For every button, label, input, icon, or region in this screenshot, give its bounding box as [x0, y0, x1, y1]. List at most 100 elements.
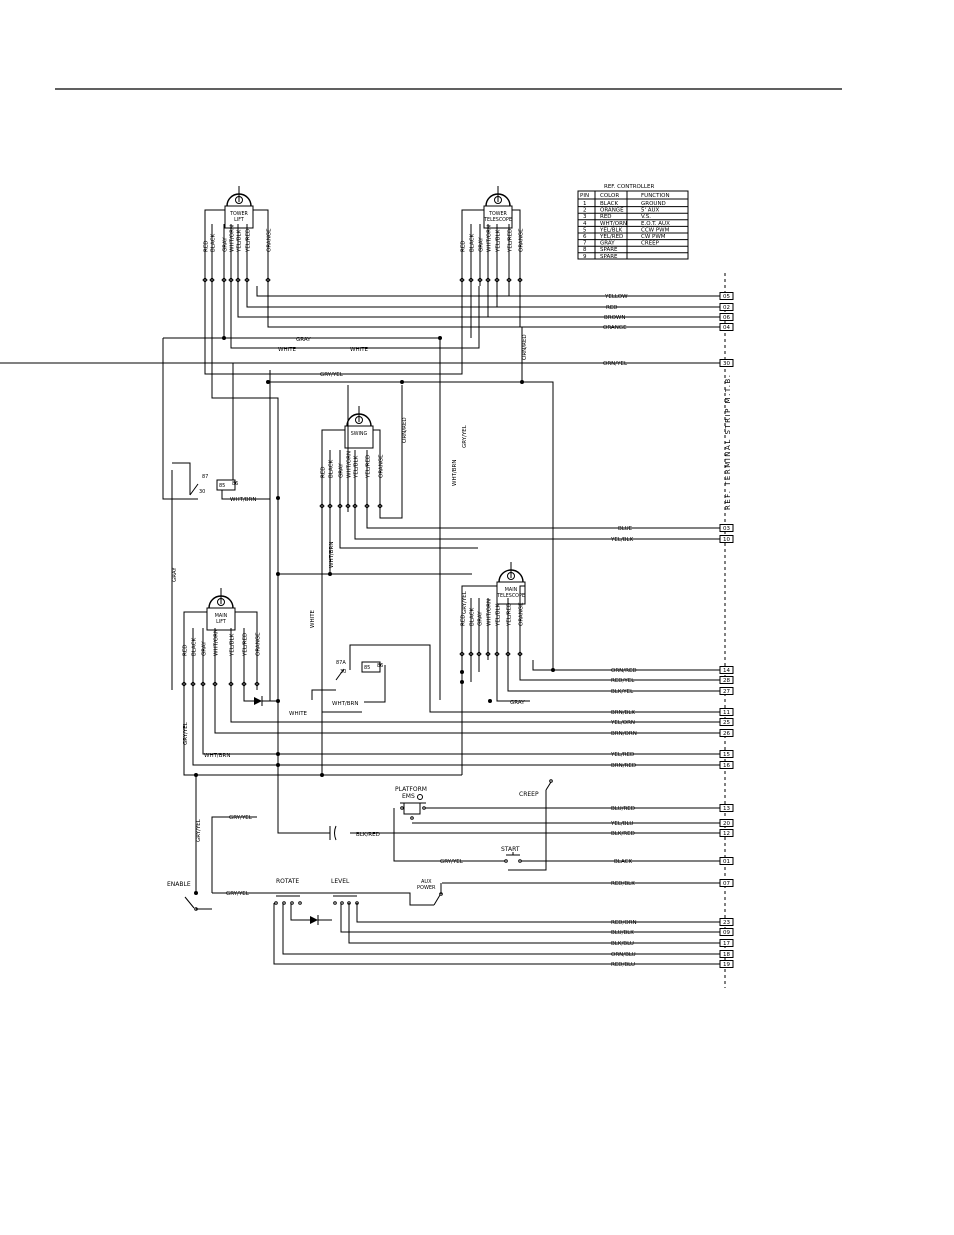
enable-switch: ENABLE [167, 881, 212, 911]
svg-text:GRAY: GRAY [479, 237, 485, 252]
svg-text:BLK/RED: BLK/RED [356, 832, 380, 838]
svg-text:ORANGE: ORANGE [379, 454, 385, 478]
svg-text:TOWER: TOWER [488, 211, 507, 217]
svg-text:9: 9 [583, 254, 587, 260]
svg-text:GRAY: GRAY [202, 641, 208, 656]
svg-text:11: 11 [723, 710, 730, 716]
svg-text:AUX: AUX [421, 879, 432, 885]
svg-text:YEL/RED: YEL/RED [610, 752, 634, 758]
svg-text:GRAY: GRAY [296, 337, 311, 343]
svg-text:MAIN: MAIN [215, 613, 228, 619]
svg-text:BRN/RED: BRN/RED [611, 763, 636, 769]
svg-text:WHT/ORN: WHT/ORN [230, 225, 236, 252]
svg-text:RED/YEL: RED/YEL [611, 678, 635, 684]
svg-text:YEL/RED: YEL/RED [243, 633, 249, 657]
svg-text:WHT/ORN: WHT/ORN [487, 225, 493, 252]
svg-text:04: 04 [723, 325, 730, 331]
svg-text:ENABLE: ENABLE [167, 881, 191, 888]
svg-text:03: 03 [723, 526, 730, 532]
svg-text:BLACK: BLACK [211, 234, 217, 252]
svg-text:GRAY: GRAY [223, 237, 229, 252]
svg-text:TELESCOPE: TELESCOPE [483, 217, 512, 223]
svg-text:RED: RED [461, 240, 467, 252]
relay-2: 87A 30 85 86 [335, 660, 383, 681]
svg-text:BLACK: BLACK [614, 859, 632, 865]
svg-text:ORN/RED: ORN/RED [522, 334, 528, 360]
svg-text:TELESCOPE: TELESCOPE [496, 593, 525, 599]
diode-2 [310, 915, 319, 925]
svg-text:SPARE: SPARE [600, 254, 618, 260]
svg-text:ORANGE: ORANGE [600, 208, 624, 214]
svg-text:YEL/BLK: YEL/BLK [354, 455, 360, 479]
svg-text:87A: 87A [336, 660, 346, 666]
svg-text:28: 28 [723, 678, 730, 684]
svg-text:BLK/YEL: BLK/YEL [611, 689, 634, 695]
svg-text:WHITE: WHITE [278, 347, 297, 353]
svg-text:16: 16 [723, 763, 730, 769]
svg-text:SPARE: SPARE [600, 247, 618, 253]
svg-text:19: 19 [723, 962, 730, 968]
svg-text:LIFT: LIFT [216, 619, 226, 625]
svg-text:GRY/YEL: GRY/YEL [196, 818, 202, 842]
start-switch: START [501, 846, 522, 863]
svg-text:FUNCTION: FUNCTION [641, 193, 670, 199]
svg-text:GRY/YEL: GRY/YEL [462, 590, 468, 614]
terminal-strip-label: REF. TERMINAL STRIP M.T.B. [724, 373, 732, 510]
svg-text:WHT/ORN: WHT/ORN [347, 451, 353, 478]
svg-text:WHT/BRN: WHT/BRN [452, 460, 458, 487]
svg-text:09: 09 [723, 930, 730, 936]
svg-text:RED: RED [461, 614, 467, 626]
svg-text:BLK/RED: BLK/RED [611, 831, 635, 837]
svg-text:ORN/RED: ORN/RED [611, 668, 637, 674]
svg-text:ORANGE: ORANGE [519, 602, 525, 626]
svg-text:ORN/YEL: ORN/YEL [603, 361, 628, 367]
svg-text:GRY/YEL: GRY/YEL [183, 721, 189, 745]
svg-text:RED: RED [204, 240, 210, 252]
svg-text:WHT/BRN: WHT/BRN [329, 542, 335, 569]
svg-text:BLACK: BLACK [470, 608, 476, 626]
svg-text:CREEP: CREEP [519, 791, 539, 798]
svg-text:GRY/YEL: GRY/YEL [229, 815, 253, 821]
svg-text:WHITE: WHITE [289, 711, 308, 717]
svg-text:YELLOW: YELLOW [604, 294, 628, 300]
svg-text:WHT/BRN: WHT/BRN [332, 701, 359, 707]
svg-text:ORANGE: ORANGE [519, 228, 525, 252]
svg-text:YEL/BLU: YEL/BLU [610, 821, 633, 827]
svg-text:13: 13 [723, 806, 730, 812]
svg-text:WHT/ORN: WHT/ORN [487, 599, 493, 626]
relay-1: 87 30 85 86 [189, 474, 238, 496]
svg-text:YEL/BLK: YEL/BLK [230, 633, 236, 657]
svg-text:ORANGE: ORANGE [267, 228, 273, 252]
svg-text:MAIN: MAIN [505, 587, 518, 593]
creep-switch: CREEP [519, 779, 553, 798]
svg-text:CW PWM: CW PWM [641, 234, 666, 240]
svg-text:87: 87 [202, 474, 208, 480]
svg-text:1: 1 [583, 201, 587, 207]
controller-table-title: REF. CONTROLLER [604, 184, 654, 190]
svg-text:18: 18 [723, 952, 730, 958]
svg-text:GROUND: GROUND [641, 201, 666, 207]
svg-text:RED: RED [183, 644, 189, 656]
svg-text:BLU/BLK: BLU/BLK [611, 930, 634, 936]
wire-labels: GRAY WHITE WHITE GRY/YEL WHT/BRN WHITE W… [172, 334, 628, 897]
platform-ems-switch: PLATFORM EMS [395, 786, 427, 820]
svg-text:PIN: PIN [580, 193, 589, 199]
svg-text:GRAY: GRAY [339, 463, 345, 478]
svg-text:01: 01 [723, 859, 730, 865]
svg-text:85: 85 [219, 483, 225, 489]
svg-text:COLOR: COLOR [600, 193, 619, 199]
svg-text:YEL/BLK: YEL/BLK [237, 229, 243, 253]
svg-text:15: 15 [723, 752, 730, 758]
svg-text:12: 12 [723, 831, 730, 837]
junction-dots [194, 336, 555, 895]
